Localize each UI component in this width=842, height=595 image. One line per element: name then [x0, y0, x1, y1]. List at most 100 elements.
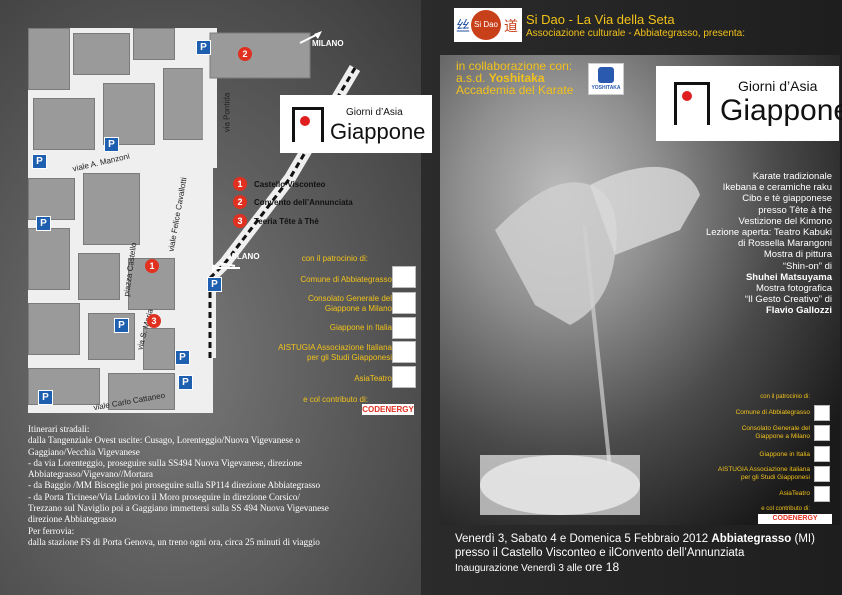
- dates-line-3: Inaugurazione Venerdì 3 alle ore 18: [455, 560, 619, 574]
- parking-icon: P: [38, 390, 53, 405]
- logo-main-text: Giappone: [330, 119, 426, 144]
- left-patron-consolato-2: Giappone a Milano: [324, 304, 392, 313]
- map-block: [133, 28, 175, 60]
- road-label-milano-north: MILANO: [312, 39, 344, 48]
- itinerary-line: Trezzano sul Naviglio poi a Gaggiano imm…: [28, 503, 329, 514]
- kanji-mark-icon: [292, 107, 324, 142]
- parking-icon: P: [178, 375, 193, 390]
- map-block: [33, 98, 95, 150]
- map-block: [28, 28, 70, 90]
- right-patron-aistugia-2: per gli Studi Giapponesi: [740, 474, 810, 481]
- parking-icon: P: [36, 216, 51, 231]
- parking-icon: P: [175, 350, 190, 365]
- brand-title: Si Dao - La Via della Seta: [526, 12, 675, 27]
- map-block: [28, 178, 75, 220]
- map-block: [83, 173, 140, 245]
- legend-pin-1: 1: [233, 177, 247, 191]
- itinerary-line: - da Porta Ticinese/Via Ludovico il Moro…: [28, 491, 300, 502]
- karate-hand-photo: [440, 55, 840, 525]
- consolato-globe-icon: [392, 292, 416, 314]
- itinerary-line: direzione Abbiategrasso: [28, 514, 117, 525]
- event-line: Cibo e tè giapponese: [742, 193, 832, 205]
- itinerary-line: Itinerari stradali:: [28, 424, 90, 434]
- event-logo-right: Giorni d’Asia Giappone: [656, 66, 842, 141]
- events-list: Karate tradizionale Ikebana e ceramiche …: [706, 171, 832, 317]
- map-block: [103, 83, 155, 145]
- legend-label-2: Convento dell’Annunciata: [254, 198, 353, 207]
- map-block: [28, 228, 70, 290]
- consolato-globe-icon: [814, 425, 830, 441]
- dates-line-2: presso il Castello Visconteo e ilConvent…: [455, 547, 745, 559]
- right-contrib-heading: e col contributo di:: [761, 506, 810, 512]
- itinerary-line: Abbiategrasso/Vigevano//Mortara: [28, 469, 153, 480]
- right-patron-comune: Comune di Abbiategrasso: [735, 409, 810, 416]
- codenergy-logo-left: CODENERGY: [362, 404, 414, 415]
- legend-label-3: Teeria Tête à Thè: [254, 217, 319, 226]
- map-pin-1: 1: [145, 259, 159, 273]
- right-patron-asiateatro: AsiaTeatro: [779, 490, 810, 497]
- comune-crest-icon: [814, 405, 830, 421]
- si-dao-logo: 丝 Si Dao 道: [454, 8, 522, 42]
- parking-icon: P: [196, 40, 211, 55]
- dates-line-1: Venerdì 3, Sabato 4 e Domenica 5 Febbrai…: [455, 533, 815, 545]
- road-label-via-pontida: via Pontida: [222, 92, 232, 133]
- dates-province: (MI): [794, 533, 815, 545]
- left-patron-aistugia-2: per gli Studi Giapponesi: [307, 353, 392, 362]
- right-patron-heading: con il patrocinio di:: [760, 394, 810, 400]
- event-line: “Il Gesto Creativo” di: [744, 294, 832, 306]
- left-contrib-heading: e col contributo di:: [303, 395, 368, 404]
- aistugia-icon: [392, 341, 416, 363]
- legend-label-1: Castello Visconteo: [254, 180, 326, 189]
- legend-pin-2: 2: [233, 195, 247, 209]
- left-patron-aistugia-1: AISTUGIA Associazione Italiana: [278, 343, 392, 352]
- left-patron-heading: con il patrocinio di:: [301, 254, 368, 263]
- fist-icon: [598, 67, 614, 83]
- torii-icon: [814, 486, 830, 502]
- codenergy-logo-right: CODENERGY: [758, 514, 832, 524]
- map-block: [163, 68, 205, 140]
- collab-line-2: a.s.d. Yoshitaka: [456, 72, 573, 84]
- itinerary-line: - da Baggio /MM Bisceglie poi proseguire…: [28, 480, 321, 491]
- event-line: Mostra fotografica: [755, 283, 832, 295]
- silk-kanji-icon: 丝: [456, 18, 470, 34]
- right-patron-giappone-italia: Giappone in Italia: [759, 451, 810, 458]
- map-block: [28, 303, 80, 355]
- si-dao-logo-text: Si Dao: [471, 10, 501, 40]
- parking-icon: P: [114, 318, 129, 333]
- map-pin-2: 2: [238, 47, 252, 61]
- event-line: Lezione aperta: Teatro Kabuki: [705, 227, 832, 239]
- torii-icon: [392, 366, 416, 388]
- map-block: [108, 373, 175, 410]
- event-line: Vestizione del Kimono: [738, 215, 832, 227]
- map-block: [78, 253, 120, 300]
- giappone-italia-icon: [814, 446, 830, 462]
- left-patron-comune: Comune di Abbiategrasso: [300, 275, 392, 284]
- logo-main-text: Giappone: [720, 94, 842, 127]
- parking-icon: P: [207, 277, 222, 292]
- giappone-italia-icon: [392, 317, 416, 339]
- right-patron-aistugia-1: AISTUGIA Associazione italiana: [717, 466, 810, 473]
- collab-block: in collaborazione con: a.s.d. Yoshitaka …: [456, 60, 573, 96]
- yoshitaka-badge: YOSHITAKA: [588, 63, 624, 95]
- road-label-milano-east: MILANO: [228, 252, 260, 261]
- itinerary-line: dalla stazione FS di Porta Genova, un tr…: [28, 536, 320, 547]
- collab-prefix: a.s.d.: [456, 71, 486, 85]
- inauguration-text: Inaugurazione Venerdì 3 alle: [455, 563, 583, 574]
- event-line: Karate tradizionale: [752, 171, 832, 182]
- yoshitaka-badge-text: YOSHITAKA: [591, 85, 621, 91]
- logo-top-text: Giorni d’Asia: [346, 107, 403, 118]
- collab-line-3: Accademia del Karate: [456, 83, 574, 97]
- logo-top-text: Giorni d’Asia: [738, 78, 818, 94]
- aistugia-icon: [814, 466, 830, 482]
- itinerary-line: Per ferrovia:: [28, 525, 75, 536]
- left-patron-giappone-italia: Giappone in Italia: [329, 323, 392, 332]
- dates-days: Venerdì 3, Sabato 4 e Domenica 5 Febbrai…: [455, 533, 709, 545]
- map-pin-3: 3: [147, 314, 161, 328]
- itinerary-line: - da via Lorenteggio, proseguire sulla S…: [28, 457, 303, 468]
- event-line: presso Tête à thé: [758, 204, 832, 216]
- legend-pin-3: 3: [233, 214, 247, 228]
- itinerary-line: dalla Tangenziale Ovest uscite: Cusago, …: [28, 435, 300, 446]
- event-line: Shuhei Matsuyama: [745, 271, 832, 283]
- event-line: “Shin-on” di: [782, 260, 832, 272]
- kanji-mark-icon: [674, 82, 710, 125]
